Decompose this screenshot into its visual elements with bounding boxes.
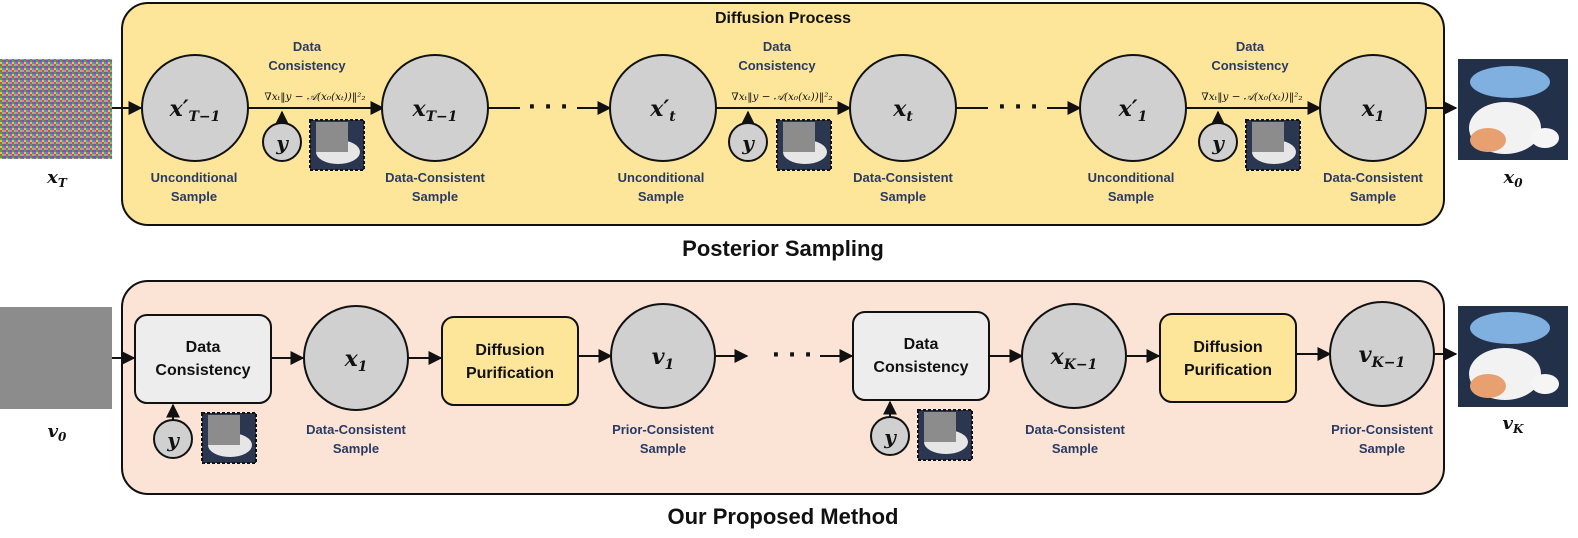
node-x-T-minus-1: 𝒙T−1 <box>381 54 489 162</box>
bottom-output-image <box>1458 306 1568 407</box>
node-v-K-minus-1: 𝒗K−1 <box>1329 301 1435 407</box>
top-node-3-label-2: Sample <box>638 189 684 204</box>
measurement-y-node <box>1198 122 1238 162</box>
purification-box-1: Diffusion Purification <box>441 316 579 406</box>
measurement-y-node <box>262 122 302 162</box>
dc-box-2: Data Consistency y <box>852 311 990 461</box>
bottom-node-4-label-2: Sample <box>1359 441 1405 456</box>
dc-box-2-line-2: Consistency <box>873 359 968 376</box>
purification-box-1-line-2: Purification <box>466 365 554 382</box>
dc-box-1: Data Consistency y <box>134 314 272 464</box>
measurement-y-node <box>153 419 193 459</box>
bottom-output-label: 𝒗K <box>1503 413 1524 436</box>
top-node-6-label-1: Data-Consistent <box>1323 170 1423 185</box>
top-panel-title: Diffusion Process <box>715 10 851 27</box>
top-dc-2-label-1: Data <box>763 39 792 54</box>
top-output-label: 𝒙0 <box>1502 167 1523 190</box>
top-input-label: 𝒙T <box>46 167 68 190</box>
node-x-prime-1: 𝒙′1 <box>1079 54 1187 162</box>
bottom-node-1-label-2: Sample <box>333 441 379 456</box>
measurement-y-label: y <box>883 425 897 449</box>
masked-measurement-image <box>1245 119 1301 171</box>
masked-measurement-image <box>309 119 365 171</box>
node-x-1-top: 𝒙1 <box>1319 54 1427 162</box>
dc-box-2-line-1: Data <box>904 336 939 353</box>
top-dc-2-gradient: ∇xₜ‖y − 𝒜(x₀(xₜ))‖²₂ <box>731 91 832 104</box>
purification-box-1-line-1: Diffusion <box>475 342 544 359</box>
top-dc-step-1: Data Consistency ∇xₜ‖y − 𝒜(x₀(xₜ))‖²₂ y <box>262 39 366 171</box>
top-dc-1-gradient: ∇xₜ‖y − 𝒜(x₀(xₜ))‖²₂ <box>264 91 365 104</box>
top-output-image <box>1458 59 1568 160</box>
bottom-caption: Our Proposed Method <box>668 504 899 529</box>
measurement-y-label: y <box>1211 131 1225 155</box>
node-x-prime-T-minus-1: 𝒙′T−1 <box>141 54 249 162</box>
masked-measurement-image <box>201 412 257 464</box>
bottom-node-2-label-1: Prior-Consistent <box>612 422 715 437</box>
top-node-2-label-2: Sample <box>412 189 458 204</box>
top-node-1-label-2: Sample <box>171 189 217 204</box>
node-x-K-minus-1: 𝒙K−1 <box>1021 303 1127 409</box>
purification-box-2-line-2: Purification <box>1184 362 1272 379</box>
bottom-node-1-label-1: Data-Consistent <box>306 422 406 437</box>
top-node-3-label-1: Unconditional <box>618 170 705 185</box>
bottom-ellipsis: · · · <box>772 343 812 368</box>
top-dc-2-label-2: Consistency <box>738 58 816 73</box>
purification-box-2-line-1: Diffusion <box>1193 339 1262 356</box>
measurement-y-label: y <box>741 131 755 155</box>
bottom-input-label: 𝒗0 <box>48 421 67 444</box>
node-x-prime-t: 𝒙′t <box>609 54 717 162</box>
top-node-5-label-2: Sample <box>1108 189 1154 204</box>
bottom-arrows <box>112 347 1458 365</box>
gray-input-image <box>0 307 112 409</box>
measurement-y-label: y <box>166 428 180 452</box>
top-ellipsis-2: · · · <box>998 95 1038 120</box>
top-dc-1-label-2: Consistency <box>268 58 346 73</box>
top-ellipsis-1: · · · <box>528 95 568 120</box>
masked-measurement-image <box>917 409 973 461</box>
top-node-5-label-1: Unconditional <box>1088 170 1175 185</box>
bottom-node-4-label-1: Prior-Consistent <box>1331 422 1434 437</box>
bottom-node-3-label-1: Data-Consistent <box>1025 422 1125 437</box>
top-node-2-label-1: Data-Consistent <box>385 170 485 185</box>
noise-input-image <box>0 59 112 159</box>
top-dc-3-gradient: ∇xₜ‖y − 𝒜(x₀(xₜ))‖²₂ <box>1201 91 1302 104</box>
node-x-1-bottom: 𝒙1 <box>303 305 409 411</box>
top-node-4-label-2: Sample <box>880 189 926 204</box>
masked-measurement-image <box>776 119 832 171</box>
top-caption: Posterior Sampling <box>682 236 884 261</box>
top-dc-step-2: Data Consistency ∇xₜ‖y − 𝒜(x₀(xₜ))‖²₂ y <box>728 39 833 171</box>
top-node-6-label-2: Sample <box>1350 189 1396 204</box>
measurement-y-node <box>870 416 910 456</box>
dc-box-1-line-1: Data <box>186 339 221 356</box>
dc-box-1-line-2: Consistency <box>155 362 250 379</box>
top-dc-3-label-1: Data <box>1236 39 1265 54</box>
purification-box-2: Diffusion Purification <box>1159 313 1297 403</box>
top-dc-step-3: Data Consistency ∇xₜ‖y − 𝒜(x₀(xₜ))‖²₂ y <box>1198 39 1303 171</box>
bottom-node-3-label-2: Sample <box>1052 441 1098 456</box>
top-node-1-label-1: Unconditional <box>151 170 238 185</box>
measurement-y-label: y <box>275 131 289 155</box>
bottom-node-2-label-2: Sample <box>640 441 686 456</box>
measurement-y-node <box>728 122 768 162</box>
top-panel <box>121 2 1445 226</box>
top-node-4-label-1: Data-Consistent <box>853 170 953 185</box>
node-v-1: 𝒗1 <box>610 303 716 409</box>
node-x-t: 𝒙t <box>849 54 957 162</box>
top-dc-3-label-2: Consistency <box>1211 58 1289 73</box>
top-dc-1-label-1: Data <box>293 39 322 54</box>
